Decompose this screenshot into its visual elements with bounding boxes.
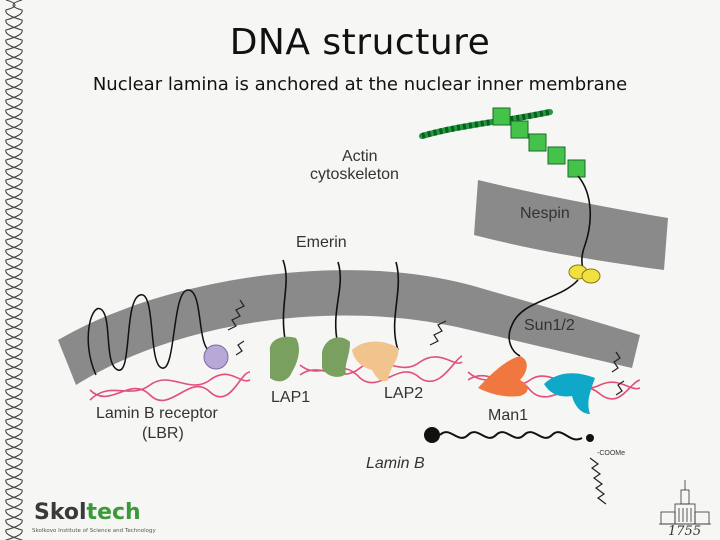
slide-subtitle: Nuclear lamina is anchored at the nuclea…: [92, 74, 628, 95]
lap2-protein: [352, 341, 399, 382]
man1-label: Man1: [488, 407, 528, 424]
actin-filament: [419, 107, 586, 178]
coome-label: -COOMe: [597, 450, 625, 457]
lap1-protein: [322, 337, 350, 377]
msu-building-emblem: [659, 480, 711, 525]
lbr-coils: [87, 289, 213, 376]
dna-helix-border: [5, 0, 23, 540]
lbr-label: Lamin B receptor(LBR): [96, 405, 219, 442]
sun-head: [581, 268, 601, 284]
lamin-b: [424, 427, 594, 443]
skoltech-logo: Skoltech: [34, 500, 141, 525]
emerin-strands: [282, 259, 400, 351]
lap1-label: LAP1: [271, 389, 310, 406]
lap2-label: LAP2: [384, 385, 423, 402]
lap1-protein: [269, 336, 299, 382]
lbr-protein: [203, 344, 229, 370]
sun-label: Sun1/2: [524, 317, 575, 334]
inner-nuclear-membrane: [58, 270, 640, 385]
outer-nuclear-membrane: [474, 180, 668, 270]
skoltech-subtitle: Skolkovo Institute of Science and Techno…: [32, 528, 156, 534]
man1-teal: [544, 373, 595, 414]
nespin-label: Nespin: [520, 205, 570, 222]
founding-year: 1755: [668, 524, 702, 539]
slide-title: DNA structure: [229, 22, 491, 63]
emerin-label: Emerin: [296, 234, 347, 251]
lamin-b-label: Lamin B: [366, 455, 425, 472]
sun-linker: [508, 279, 579, 357]
man1-orange: [478, 356, 528, 397]
dna-squiggles: [227, 299, 625, 505]
